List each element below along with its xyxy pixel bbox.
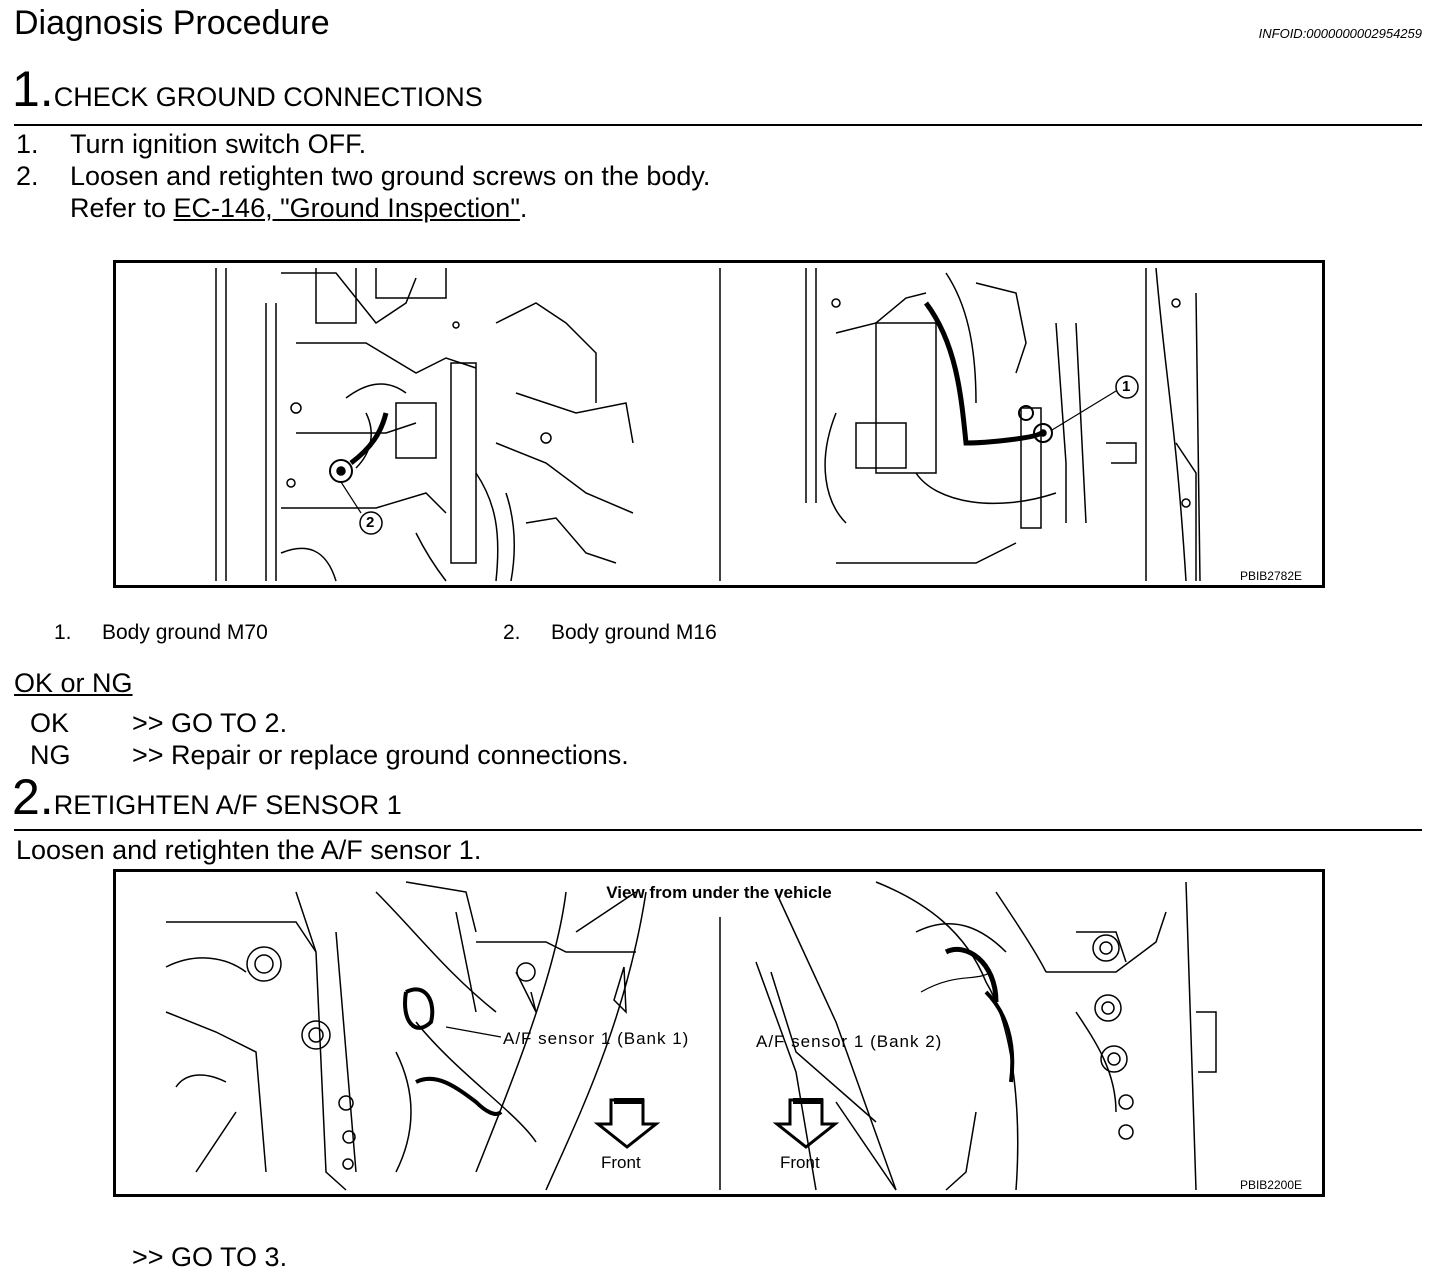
front-label-left: Front <box>601 1153 641 1172</box>
step-1-item-1-text: Turn ignition switch OFF. <box>70 129 367 159</box>
page-title: Diagnosis Procedure <box>14 4 330 42</box>
result-ng-status: NG <box>30 740 71 770</box>
reference-line: Refer to EC-146, "Ground Inspection". <box>70 193 527 224</box>
step-1-title: CHECK GROUND CONNECTIONS <box>53 82 483 112</box>
refer-prefix: Refer to <box>70 193 174 223</box>
legend-2-num: 2. <box>503 621 521 644</box>
step-2-title: RETIGHTEN A/F SENSOR 1 <box>53 790 402 820</box>
result-ok-action: >> GO TO 2. <box>132 708 288 738</box>
refer-suffix: . <box>519 193 528 223</box>
step-1-number: 1. <box>12 61 54 117</box>
step-2-instruction: Loosen and retighten the A/F sensor 1. <box>16 835 482 865</box>
figure-1-code: PBIB2782E <box>1239 569 1302 583</box>
legend-1-num: 1. <box>54 621 72 644</box>
step-1-heading: 1.CHECK GROUND CONNECTIONS <box>12 64 483 114</box>
figure-2-code: PBIB2200E <box>1239 1178 1302 1192</box>
result-heading: OK or NG <box>14 668 133 698</box>
step-2-heading: 2.RETIGHTEN A/F SENSOR 1 <box>12 772 402 822</box>
callout-2: 2 <box>366 514 375 531</box>
legend-1-text: Body ground M70 <box>102 621 268 644</box>
step-1-divider <box>14 124 1422 126</box>
ground-connections-illustration <box>215 267 1201 582</box>
callout-1: 1 <box>1122 378 1131 395</box>
view-label: View from under the vehicle <box>606 883 832 902</box>
legend-2-text: Body ground M16 <box>551 621 717 644</box>
next-step: >> GO TO 3. <box>132 1242 288 1272</box>
result-ok-status: OK <box>30 708 70 738</box>
step-1-item-2-text: Loosen and retighten two ground screws o… <box>70 161 711 191</box>
result-ng-action: >> Repair or replace ground connections. <box>132 740 629 770</box>
af-sensor-illustration <box>165 881 1217 1191</box>
bank-1-label: A/F sensor 1 (Bank 1) <box>503 1029 690 1048</box>
bank-2-label: A/F sensor 1 (Bank 2) <box>756 1032 943 1051</box>
ground-inspection-link[interactable]: EC-146, "Ground Inspection" <box>173 193 520 223</box>
step-2-divider <box>14 829 1422 831</box>
af-sensor-figure: View from under the vehicle A/F sensor 1… <box>113 869 1325 1197</box>
step-2-number: 2. <box>12 769 54 825</box>
step-1-item-2-num: 2. <box>16 161 39 191</box>
ground-connections-figure: 2 1 PBIB2782E <box>113 260 1325 588</box>
step-1-item-1-num: 1. <box>16 129 39 159</box>
info-id: INFOID:0000000002954259 <box>1258 26 1422 41</box>
front-label-right: Front <box>780 1153 820 1172</box>
